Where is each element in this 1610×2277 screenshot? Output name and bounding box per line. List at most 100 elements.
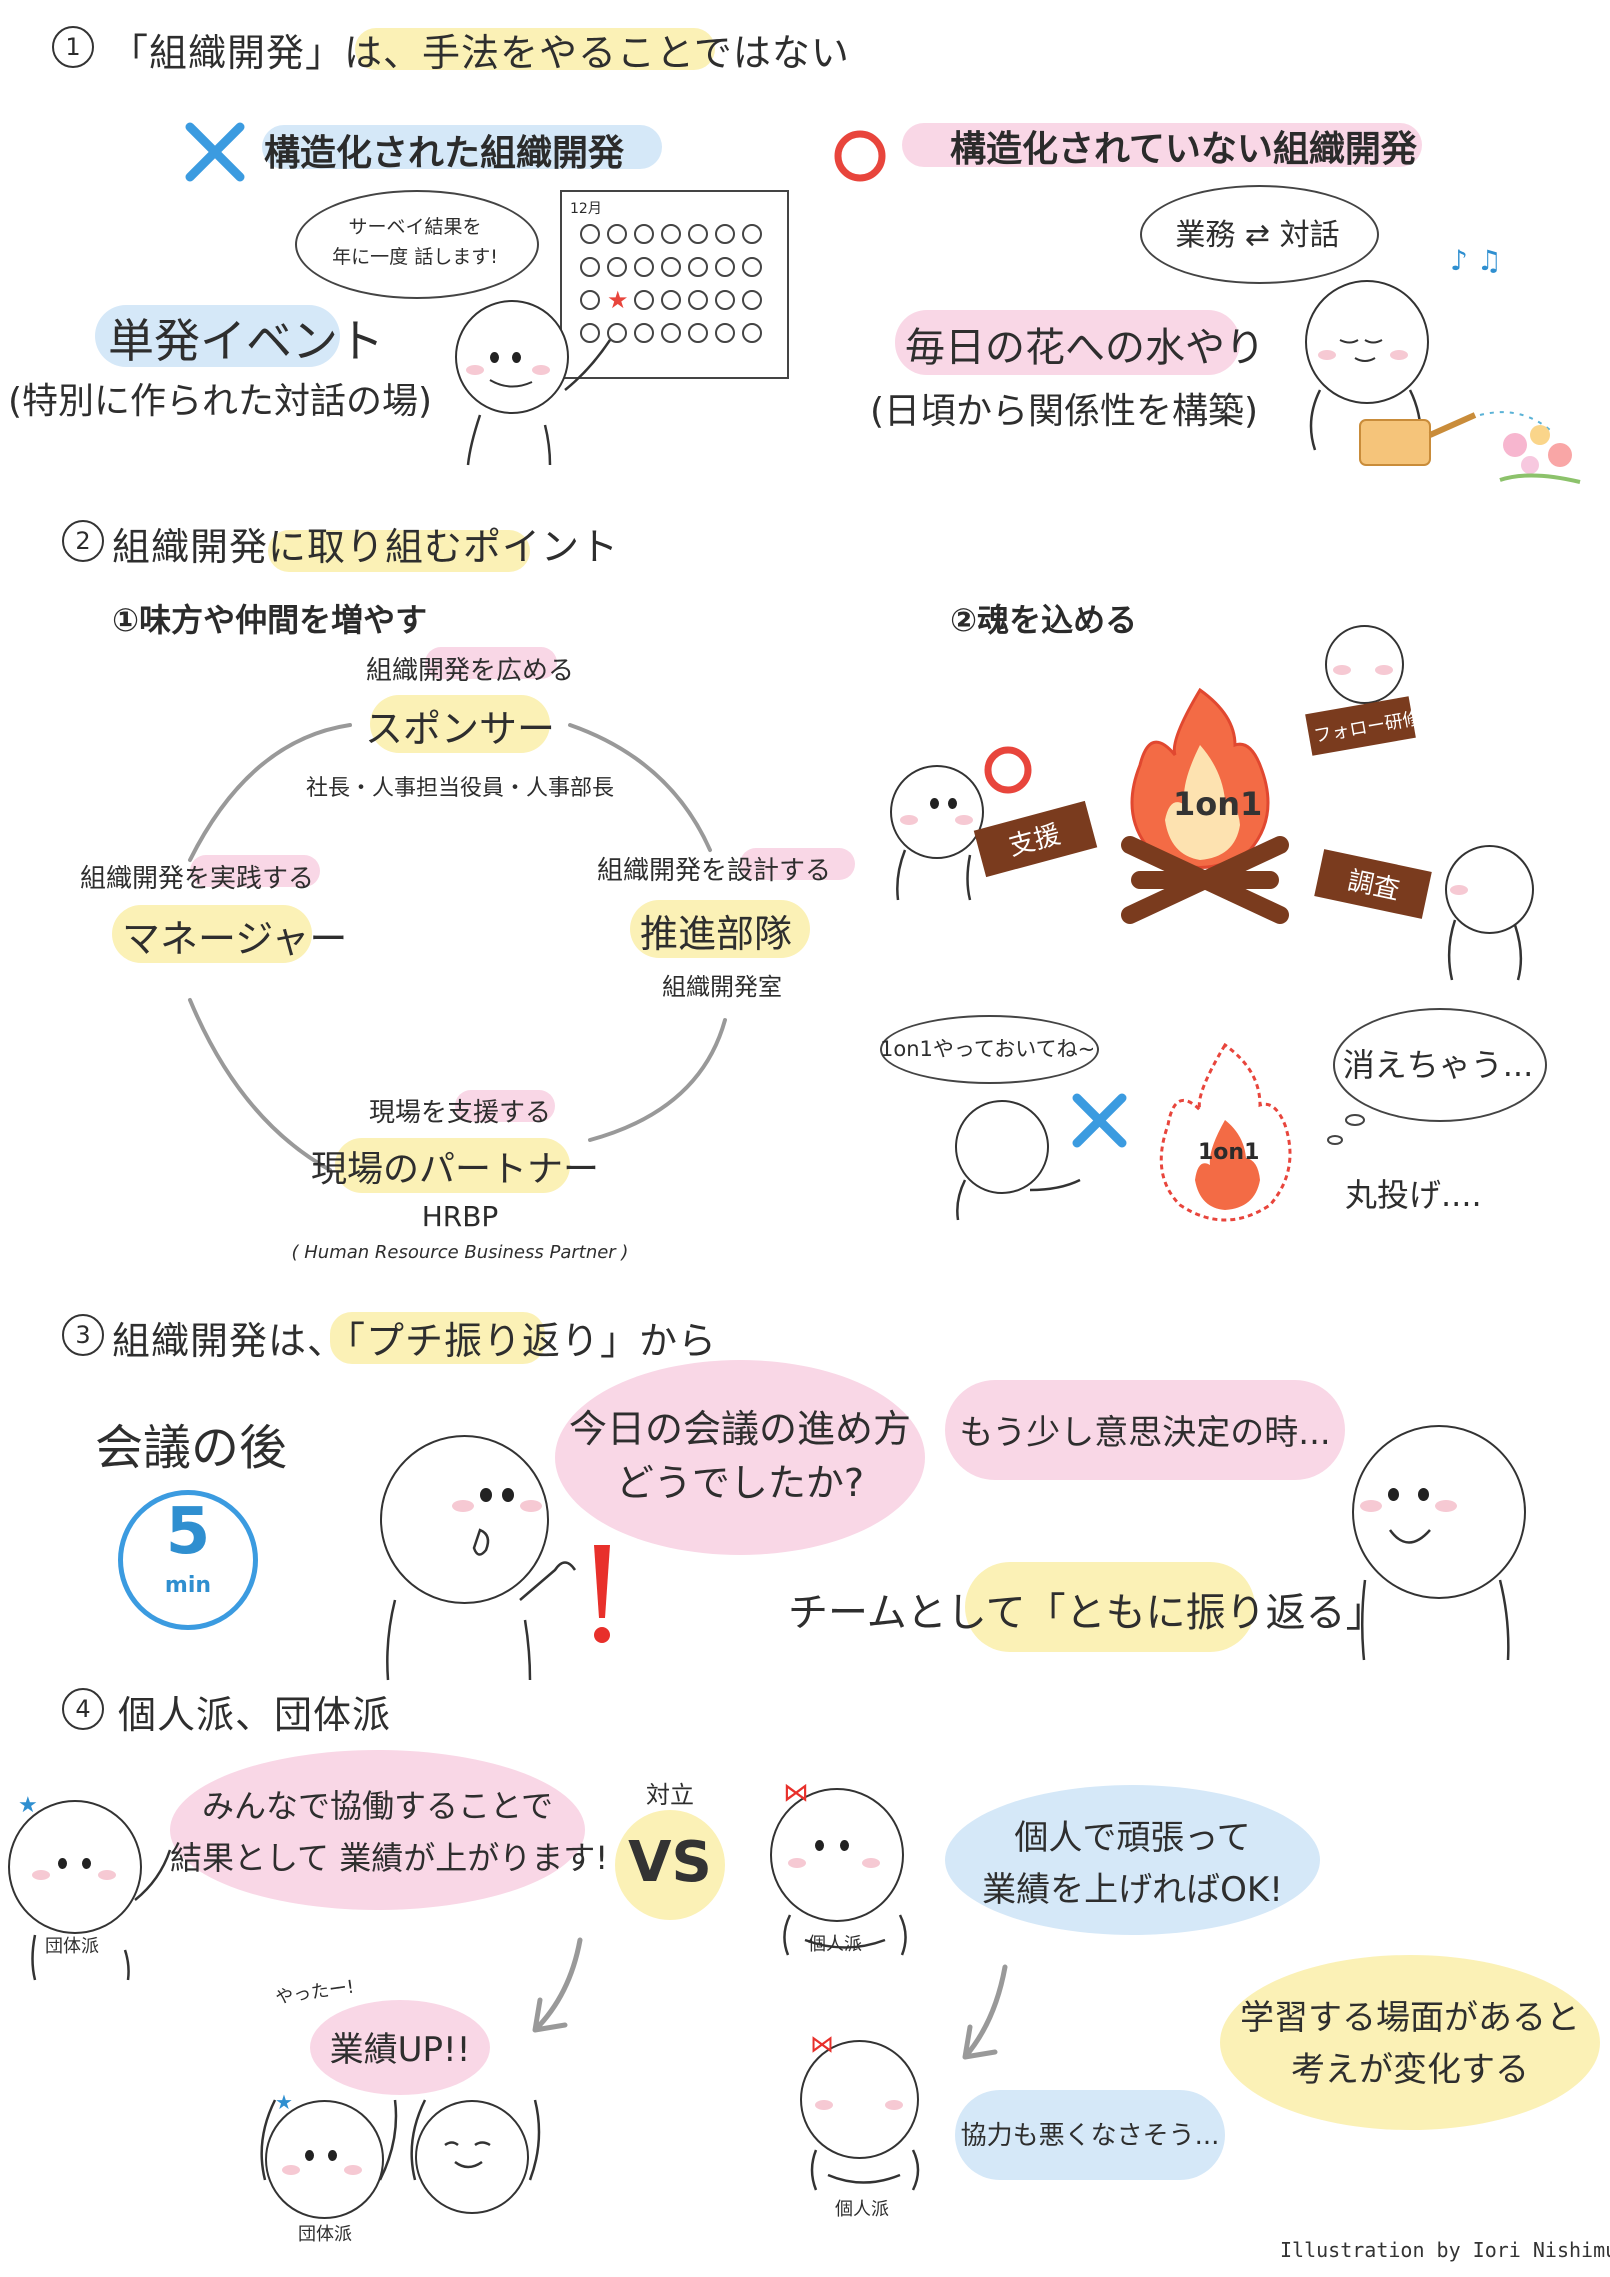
character-body (466, 339, 612, 466)
calendar-day (688, 224, 708, 244)
oppose-label: 対立 (646, 1781, 694, 1809)
calendar-day (580, 323, 600, 343)
section-2-number: 2 (62, 520, 104, 562)
bad-cross-icon (185, 122, 245, 182)
calendar-day (661, 323, 681, 343)
calendar-grid: ★ (580, 224, 762, 343)
questioner-face (380, 1435, 549, 1604)
calendar-day (607, 257, 627, 277)
calendar-day (715, 224, 735, 244)
credit: Illustration by Iori Nishimura (1280, 2238, 1610, 2262)
good-circle-icon (834, 130, 886, 182)
vs-label: VS (628, 1830, 712, 1895)
point-2-label: ②魂を込める (950, 601, 1138, 639)
calendar-day (715, 290, 735, 310)
question-text: 今日の会議の進め方 どうでしたか? (568, 1407, 911, 1505)
sponsor-top: 組織開発を広める (365, 656, 574, 686)
point-1-label: ①味方や仲間を増やす (112, 601, 428, 639)
single-event-label: 単発イベント (108, 314, 384, 368)
calendar-day (634, 323, 654, 343)
group-tag-2: 団体派 (298, 2224, 352, 2245)
after-meeting-label: 会議の後 (95, 1420, 288, 1476)
question-bubble (555, 1360, 925, 1555)
star-icon: ★ (18, 1793, 38, 1818)
daily-water-label: 毎日の花への水やり (905, 325, 1265, 371)
coop-text: 協力も悪くなさそう... (960, 2121, 1220, 2151)
sponsor-sub: 社長・人事担当役員・人事部長 (305, 776, 614, 801)
individual-person-body (783, 1914, 907, 1956)
calendar-day (715, 323, 735, 343)
calendar-day (661, 257, 681, 277)
hrbp-label: HRBP (421, 1200, 499, 1233)
section-3-number: 3 (62, 1314, 104, 1356)
calendar-day (580, 290, 600, 310)
calendar-day (688, 323, 708, 343)
manager-top: 組織開発を実践する (80, 864, 315, 894)
calendar-day (661, 224, 681, 244)
calendar-day (742, 224, 762, 244)
vs-badge (615, 1810, 725, 1920)
red-circle-icon (984, 746, 1032, 794)
answerer-body (1360, 1529, 1510, 1661)
campfire-logs (1121, 836, 1289, 924)
star-icon-2: ★ (275, 2090, 293, 2114)
1on1-speech-bubble (880, 1015, 1099, 1084)
together-label: チームとして「ともに振り返る」 (788, 1590, 1386, 1636)
section-1-number: 1 (52, 26, 94, 68)
section-2: 2 組織開発に取り組むポイント ①味方や仲間を増やす ②魂を込める 組織開発を広… (0, 500, 1610, 1300)
survey-character-body (1447, 919, 1523, 981)
sponsor-label: スポンサー (364, 707, 555, 751)
cycle-arcs (188, 723, 727, 1172)
cheer-arms (260, 2099, 541, 2181)
individual-changed-body (810, 2149, 920, 2191)
work-speech-bubble (1140, 185, 1379, 284)
timer-value: 5 (165, 1495, 211, 1569)
watering-character-body: ♪ ♫ (1309, 244, 1551, 466)
calendar-star-icon: ★ (607, 286, 629, 314)
promotion-label: 推進部隊 (640, 912, 793, 956)
calendar-day (607, 224, 627, 244)
timer-unit: min (164, 1573, 212, 1598)
group-tag: 団体派 (45, 1936, 99, 1957)
partner-label: 現場のパートナー (310, 1149, 599, 1190)
calendar (560, 190, 789, 379)
survey-speech-text: サーベイ結果を 年に一度 話します! (332, 216, 498, 268)
svg-text:♪ ♫: ♪ ♫ (1450, 244, 1502, 277)
thought-dots (1327, 1114, 1365, 1145)
section-3-title: 組織開発は、「プチ振り返り」から (112, 1319, 718, 1363)
calendar-day (742, 290, 762, 310)
individual-changed-face (800, 2040, 919, 2159)
manager-character-body (956, 1178, 1081, 1221)
calendar-day (634, 290, 654, 310)
throw-label: 丸投げ.... (1345, 1176, 1482, 1214)
section-1-title: 「組織開発」は、手法をやることではない (110, 31, 850, 75)
section-4: 4 個人派、団体派 ★ 団体派 みんなで協働することで 結果として 業績が上がり… (0, 1680, 1610, 2277)
calendar-day (634, 224, 654, 244)
individual-speech-bubble (945, 1785, 1320, 1935)
calendar-day (580, 224, 600, 244)
arrow-down-left-icon (532, 1937, 583, 2033)
answer-bubble (945, 1380, 1345, 1480)
group-speech-text: みんなで協働することで 結果として 業績が上がります! (170, 1787, 609, 1877)
promotion-sub: 組織開発室 (662, 973, 782, 1001)
survey-speech-bubble (295, 190, 539, 299)
individual-speech-text: 個人で頑張って 業績を上げればOK! (982, 1818, 1283, 1910)
section-4-title: 個人派、団体派 (118, 1693, 392, 1737)
calendar-day (742, 323, 762, 343)
yatta-label: やったー! (274, 1976, 356, 2009)
group-person-face (8, 1800, 142, 1934)
cheer-smile (444, 2141, 491, 2169)
fading-fire-label: 1on1 (1198, 1140, 1260, 1165)
group-speech-bubble (170, 1750, 585, 1910)
work-speech-text: 業務 ⇄ 対話 (1175, 218, 1340, 253)
fading-fire (1159, 1042, 1292, 1222)
learn-text: 学習する場面があると 考えが変化する (1240, 1998, 1580, 2090)
arrow-down-left-icon-2 (962, 1964, 1008, 2060)
group-person-body (31, 1849, 172, 1981)
flowers-icon (1499, 425, 1581, 484)
calendar-day (580, 257, 600, 277)
coop-bubble (955, 2090, 1225, 2180)
calendar-day (688, 257, 708, 277)
calendar-day (607, 323, 627, 343)
perf-up-label: 業績UP!! (329, 2030, 471, 2070)
